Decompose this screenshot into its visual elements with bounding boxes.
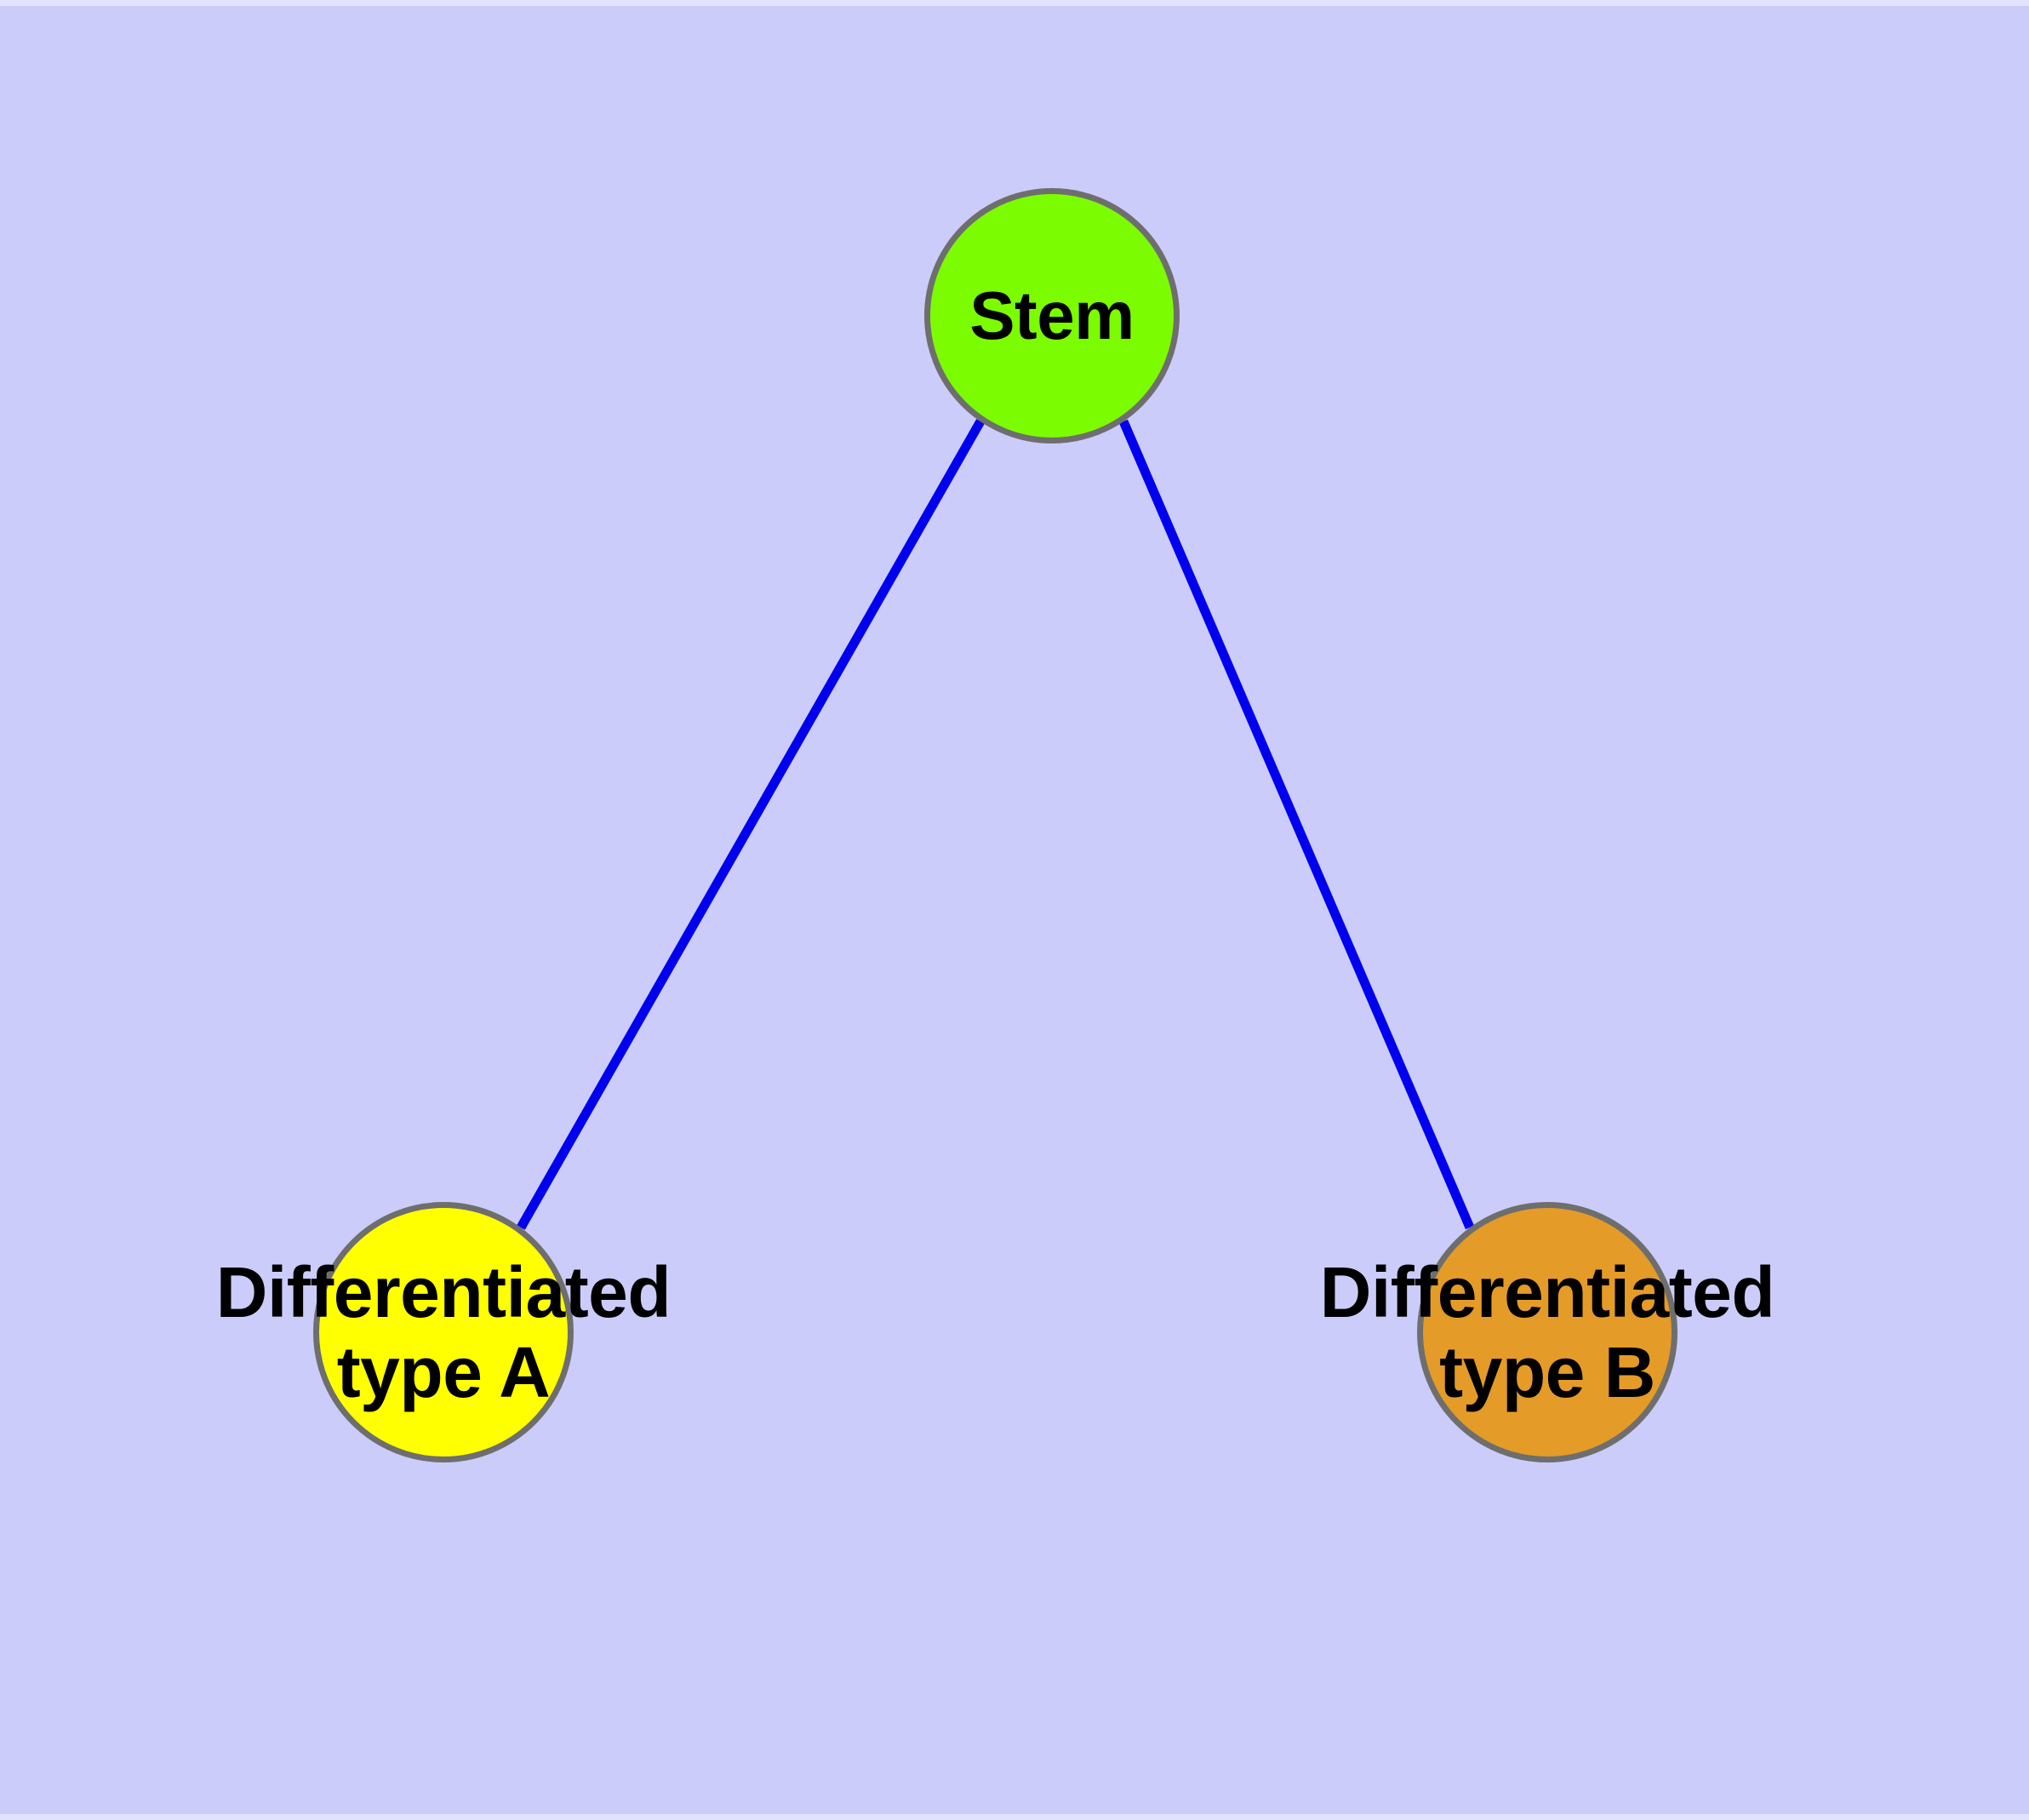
edge-stem-to-type-b[interactable]	[1118, 419, 1475, 1230]
edge-stem-to-type-a[interactable]	[517, 419, 985, 1230]
node-differentiated-type-b[interactable]	[1417, 1202, 1677, 1462]
node-differentiated-type-a[interactable]	[313, 1202, 574, 1462]
node-stem[interactable]	[924, 188, 1180, 444]
